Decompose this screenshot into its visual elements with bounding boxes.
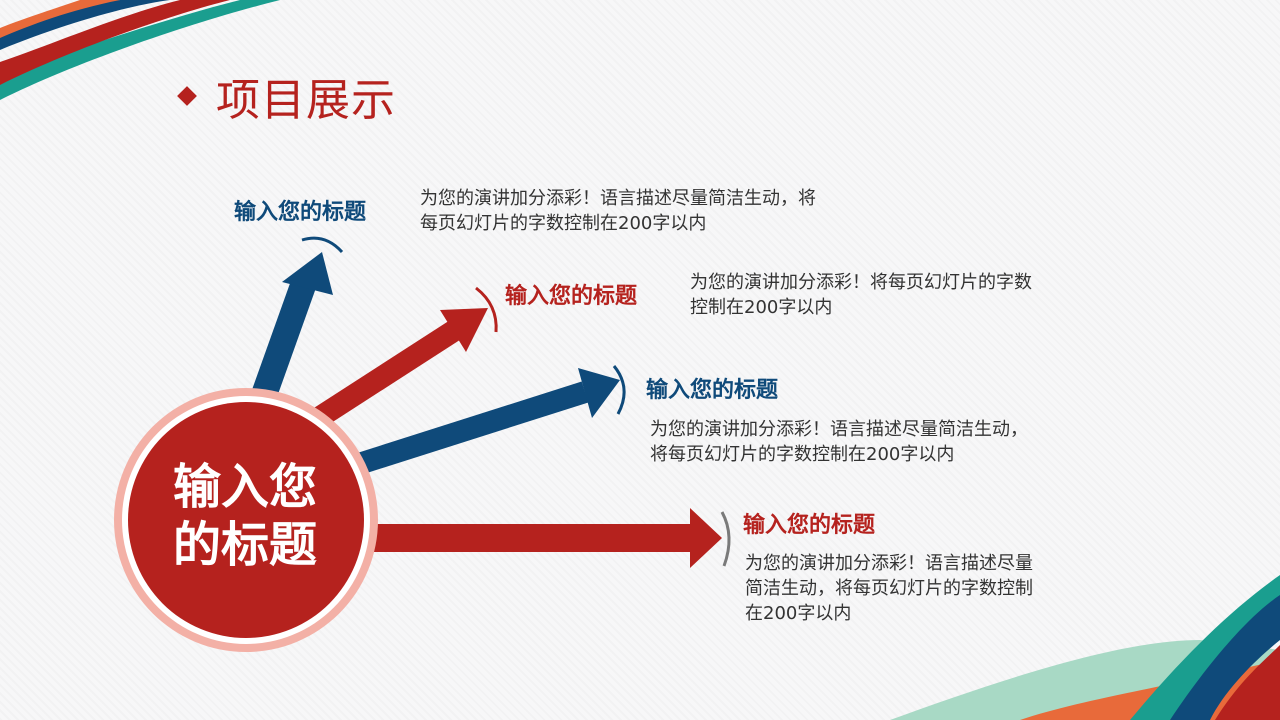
item-1-desc: 为您的演讲加分添彩！语言描述尽量简洁生动，将 每页幻灯片的字数控制在200字以内 [420, 186, 816, 236]
item-2-title: 输入您的标题 [505, 284, 638, 309]
arc-2 [475, 286, 498, 333]
arrow-4 [340, 508, 722, 568]
item-3-desc-line: 将每页幻灯片的字数控制在200字以内 [650, 444, 955, 465]
center-label: 输入您 的标题 [150, 458, 340, 574]
item-3-desc: 为您的演讲加分添彩！语言描述尽量简洁生动， 将每页幻灯片的字数控制在200字以内 [650, 417, 1028, 467]
center-label-line2: 的标题 [172, 517, 317, 573]
arrow-2 [294, 308, 488, 440]
page-header: 项目展示 [177, 64, 396, 128]
item-4-desc: 为您的演讲加分添彩！语言描述尽量 简洁生动，将每页幻灯片的字数控制 在200字以… [745, 551, 1033, 626]
item-2-desc: 为您的演讲加分添彩！将每页幻灯片的字数 控制在200字以内 [690, 270, 1032, 320]
arc-4 [720, 511, 731, 567]
diamond-icon [177, 86, 197, 106]
item-4-desc-line: 简洁生动，将每页幻灯片的字数控制 [745, 578, 1033, 599]
top-left-ribbon-orange [0, 0, 120, 40]
bottom-right-ribbon-blue [1170, 595, 1280, 720]
item-2-desc-line: 控制在200字以内 [690, 297, 833, 318]
item-4-desc-line: 为您的演讲加分添彩！语言描述尽量 [745, 553, 1033, 574]
arrow-3 [336, 368, 620, 481]
item-2-desc-line: 为您的演讲加分添彩！将每页幻灯片的字数 [690, 272, 1032, 293]
bottom-right-ribbon-red [1215, 645, 1280, 720]
item-3-title: 输入您的标题 [646, 378, 779, 403]
center-label-line1: 输入您 [172, 459, 317, 515]
item-4-title: 输入您的标题 [743, 513, 876, 538]
center-circle [128, 402, 364, 638]
item-3-desc-line: 为您的演讲加分添彩！语言描述尽量简洁生动， [650, 419, 1028, 440]
top-left-ribbon-blue [0, 0, 170, 50]
item-1-desc-line: 每页幻灯片的字数控制在200字以内 [420, 213, 707, 234]
page-title: 项目展示 [216, 75, 396, 126]
item-1-title: 输入您的标题 [234, 200, 367, 225]
arc-3 [612, 365, 626, 415]
arc-1 [301, 236, 344, 254]
item-1-desc-line: 为您的演讲加分添彩！语言描述尽量简洁生动，将 [420, 188, 816, 209]
item-4-desc-line: 在200字以内 [745, 603, 852, 624]
bottom-right-ribbon-teal [1130, 575, 1280, 720]
